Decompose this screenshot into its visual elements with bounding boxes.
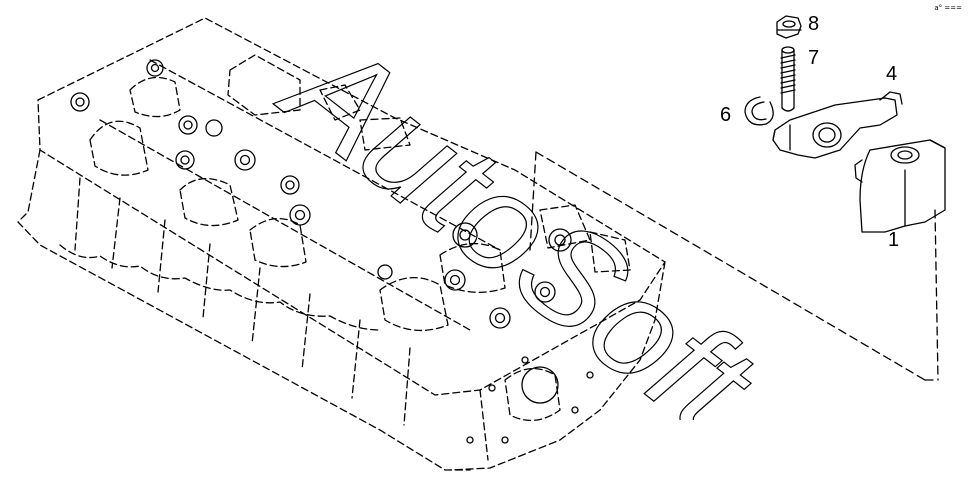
part-1-bracket xyxy=(854,139,946,233)
callout-4: 4 xyxy=(886,63,898,85)
svg-text:AutoSoft: AutoSoft xyxy=(255,60,760,420)
callout-7: 7 xyxy=(808,47,820,69)
head-ports xyxy=(70,59,594,444)
part-8-nut xyxy=(776,15,802,39)
cylinder-head xyxy=(17,17,666,471)
callout-6: 6 xyxy=(720,104,732,126)
part-4-rocker-arm xyxy=(772,91,903,159)
part-7-adjusting-screw xyxy=(780,46,796,112)
assembly-leader xyxy=(529,151,939,381)
callout-1: 1 xyxy=(888,229,900,251)
part-6-snap-ring xyxy=(744,96,774,126)
corner-mark: a° === xyxy=(934,4,962,12)
autosoft-watermark: AutoSoft xyxy=(254,60,760,420)
callout-8: 8 xyxy=(808,13,820,35)
